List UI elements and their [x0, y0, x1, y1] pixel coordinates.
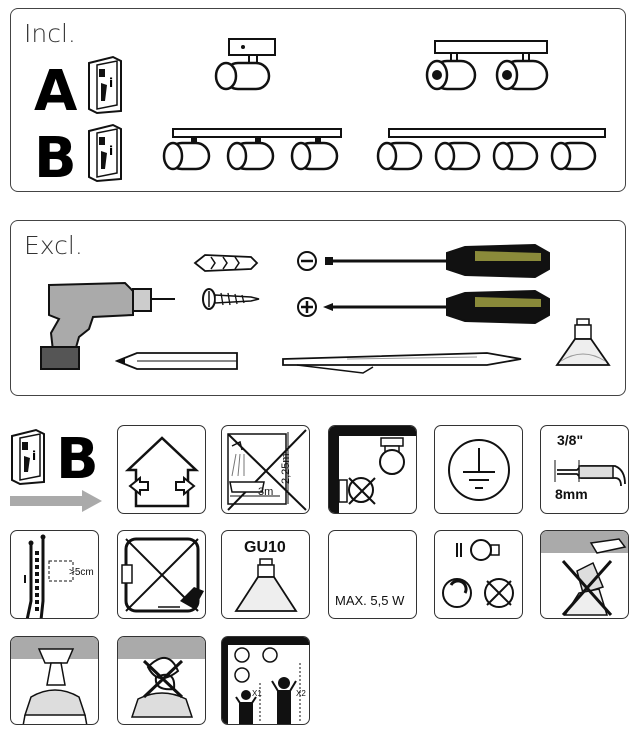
bathroom-zone-icon: 2,25m 3m [221, 425, 310, 514]
no-dimmer-icon [434, 530, 523, 619]
pen-icon [282, 352, 522, 374]
mount-hole-icon [10, 636, 99, 725]
bathroom-height-label: 2,25m [280, 453, 292, 484]
included-panel: Incl. A B i i [10, 8, 626, 192]
gu10-bulb-type-icon: GU10 [221, 530, 310, 619]
svg-text:i: i [109, 144, 113, 158]
svg-text:i: i [109, 76, 113, 90]
earth-ground-icon [434, 425, 523, 514]
gu10-bulb-icon [555, 318, 611, 366]
cable-distance-icon: >5cm [10, 530, 99, 619]
height-x1-label: X1 [252, 689, 262, 698]
indoor-use-icon [117, 425, 206, 514]
max-power-label: MAX. 5,5 W [335, 593, 405, 608]
flat-screwdriver-icon [297, 243, 550, 279]
wire-strip-mm-label: 8mm [555, 486, 588, 502]
bathroom-width-label: 3m [258, 486, 274, 498]
triple-spotlight-icon [162, 128, 342, 171]
svg-text:i: i [32, 449, 36, 463]
wire-strip-inch-label: 3/8" [557, 432, 584, 448]
booklet-b-small-icon: i [11, 428, 45, 486]
max-power-icon: MAX. 5,5 W [328, 530, 417, 619]
wire-strip-icon: 3/8" 8mm [540, 425, 629, 514]
booklet-b-icon: i [88, 123, 122, 183]
height-x2-label: X2 [296, 689, 306, 698]
no-tangled-wires-icon [117, 636, 206, 725]
cable-distance-label: >5cm [69, 567, 94, 578]
ceiling-mount-icon [328, 425, 417, 514]
drill-icon [40, 281, 175, 370]
double-spotlight-icon [425, 40, 549, 91]
no-sloped-ceiling-icon [540, 530, 629, 619]
bulb-type-label: GU10 [244, 539, 286, 556]
variant-b-letter: B [34, 126, 77, 191]
excluded-title: Excl. [24, 231, 83, 260]
variant-a-letter: A [34, 59, 78, 124]
included-title: Incl. [24, 19, 76, 48]
quad-spotlight-icon [376, 128, 606, 171]
single-spotlight-icon [214, 38, 276, 91]
booklet-a-icon: i [88, 55, 122, 115]
section-b-letter: B [56, 427, 99, 492]
excluded-panel: Excl. [10, 220, 626, 396]
pencil-icon [115, 352, 238, 370]
no-cover-insulation-icon [117, 530, 206, 619]
arrow-right-icon [10, 490, 102, 512]
phillips-screwdriver-icon [297, 289, 550, 325]
wall-plug-icon [193, 254, 259, 272]
mount-height-icon: X1 X2 [221, 636, 310, 725]
screw-icon [202, 288, 260, 310]
